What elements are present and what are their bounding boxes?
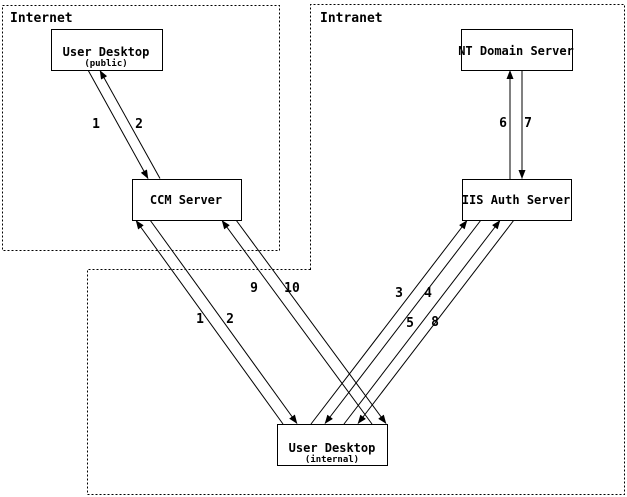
step-label-6: 6 bbox=[499, 116, 507, 131]
step-label-1-public: 1 bbox=[92, 117, 100, 132]
internet-zone-label: Internet bbox=[10, 11, 73, 26]
nt-domain-server-label: NT Domain Server bbox=[458, 44, 574, 58]
step-label-1-internal: 1 bbox=[196, 312, 204, 327]
user-desktop-internal-sublabel: (internal) bbox=[305, 454, 359, 465]
iis-auth-server-box bbox=[462, 179, 572, 221]
intranet-zone-label: Intranet bbox=[320, 11, 383, 26]
intranet-zone-border bbox=[87, 4, 625, 495]
ccm-server-label: CCM Server bbox=[150, 193, 222, 207]
node-user-desktop-public: User Desktop (public) bbox=[51, 29, 163, 71]
arrow-step8-iis-to-internal bbox=[357, 219, 515, 424]
ccm-server-box bbox=[132, 179, 242, 221]
arrow-step9-internal-to-ccm bbox=[221, 220, 373, 425]
user-desktop-public-box bbox=[51, 29, 163, 71]
arrow-step1-internal-to-ccm bbox=[135, 220, 284, 425]
arrow-step3-internal-to-iis bbox=[310, 220, 468, 425]
arrow-step2-ccm-to-public bbox=[99, 70, 161, 179]
user-desktop-internal-label: User Desktop bbox=[289, 441, 376, 455]
step-label-3: 3 bbox=[395, 286, 403, 301]
arrow-step4-iis-to-internal bbox=[324, 219, 482, 424]
node-ccm-server: CCM Server bbox=[132, 179, 242, 221]
internet-zone-border bbox=[2, 5, 280, 251]
node-nt-domain-server: NT Domain Server bbox=[458, 29, 574, 71]
step-label-7: 7 bbox=[524, 116, 532, 131]
node-iis-auth-server: IIS Auth Server bbox=[462, 179, 572, 221]
user-desktop-public-label: User Desktop bbox=[63, 45, 150, 59]
arrow-step10-ccm-to-internal bbox=[235, 219, 387, 424]
step-label-5: 5 bbox=[406, 316, 414, 331]
step-label-10: 10 bbox=[284, 281, 300, 296]
user-desktop-public-sublabel: (public) bbox=[84, 58, 127, 69]
step-label-4: 4 bbox=[424, 286, 432, 301]
step-label-9: 9 bbox=[250, 281, 258, 296]
arrow-step1-public-to-ccm bbox=[87, 69, 149, 179]
nt-domain-server-box bbox=[461, 29, 573, 71]
user-desktop-internal-box bbox=[277, 424, 388, 466]
step-label-8: 8 bbox=[431, 315, 439, 330]
arrow-step2-ccm-to-internal bbox=[149, 219, 298, 424]
step-label-2-internal: 2 bbox=[226, 312, 234, 327]
iis-auth-server-label: IIS Auth Server bbox=[462, 193, 570, 207]
step-label-2-public: 2 bbox=[135, 117, 143, 132]
node-user-desktop-internal: User Desktop (internal) bbox=[277, 424, 388, 466]
arrow-step5-internal-to-iis bbox=[343, 220, 501, 425]
